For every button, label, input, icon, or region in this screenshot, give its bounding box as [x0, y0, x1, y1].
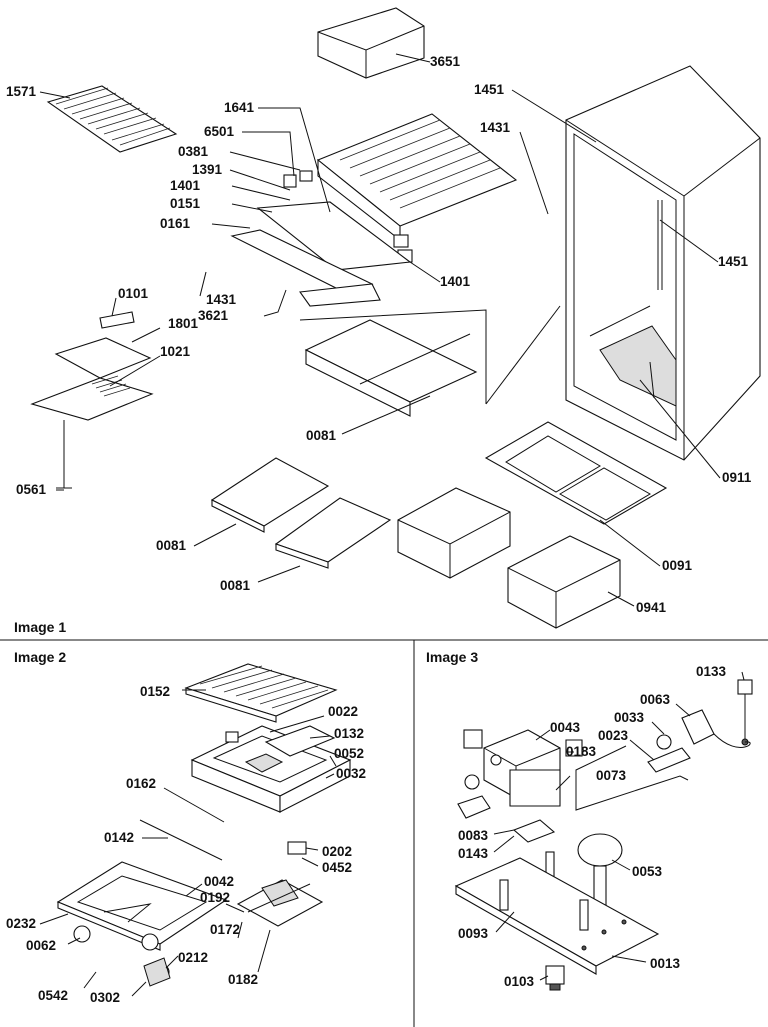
label-0212: 0212: [178, 950, 208, 965]
part-crisper-drawer-left: [397, 487, 511, 579]
part-cover-0152: [184, 663, 338, 723]
label-0152: 0152: [140, 684, 170, 699]
label-0182: 0182: [228, 972, 258, 987]
label-0172: 0172: [210, 922, 240, 937]
label-1451-top: 1451: [474, 82, 505, 97]
label-0183: 0183: [566, 744, 597, 759]
label-0062: 0062: [26, 938, 56, 953]
label-1451-right: 1451: [718, 254, 749, 269]
label-1571: 1571: [6, 84, 37, 99]
label-0063: 0063: [640, 692, 671, 707]
label-0941: 0941: [636, 600, 667, 615]
image2-heading: Image 2: [14, 649, 66, 665]
label-0081-left: 0081: [156, 538, 187, 553]
label-3621: 3621: [198, 308, 229, 323]
label-0053: 0053: [632, 864, 663, 879]
part-drawer-3651: [317, 7, 425, 79]
label-0452: 0452: [322, 860, 352, 875]
label-0073: 0073: [596, 768, 627, 783]
label-0132: 0132: [334, 726, 364, 741]
part-rod-0142: [139, 819, 223, 861]
part-control-strip: [230, 201, 412, 307]
part-shelf-0081-left: [210, 457, 330, 533]
part-control-board: [236, 879, 324, 927]
label-0162: 0162: [126, 776, 156, 791]
label-0561: 0561: [16, 482, 47, 497]
label-1401-right: 1401: [440, 274, 471, 289]
label-0013: 0013: [650, 956, 681, 971]
label-0081-upper: 0081: [306, 428, 337, 443]
part-sensor-0133: [737, 679, 753, 746]
label-0911: 0911: [722, 470, 752, 485]
label-0023: 0023: [598, 728, 629, 743]
part-crisper-drawer-0941: [507, 535, 621, 629]
label-0091: 0091: [662, 558, 693, 573]
label-0143: 0143: [458, 846, 489, 861]
label-1641: 1641: [224, 100, 255, 115]
label-1801: 1801: [168, 316, 199, 331]
label-0052: 0052: [334, 746, 364, 761]
label-0083: 0083: [458, 828, 489, 843]
label-0133: 0133: [696, 664, 727, 679]
part-damper-0063: [681, 709, 751, 748]
part-bracket-0023: [647, 747, 691, 773]
part-clip-left: [457, 795, 491, 819]
label-1431-bottom: 1431: [206, 292, 237, 307]
part-sleeve-0083: [509, 769, 561, 807]
label-0232: 0232: [6, 916, 36, 931]
part-shelf-assembly-left: [30, 311, 154, 489]
label-0081-lower: 0081: [220, 578, 251, 593]
part-gasket-0033: [656, 734, 672, 750]
label-6501: 6501: [204, 124, 235, 139]
label-0103: 0103: [504, 974, 535, 989]
label-0192: 0192: [200, 890, 230, 905]
label-0161: 0161: [160, 216, 191, 231]
part-housing-assembly: [190, 725, 352, 813]
label-0202: 0202: [322, 844, 352, 859]
part-drawer-0081-upper: [304, 319, 478, 417]
image1-panel: 3651 1571 1451 1431 1641 6501 0381 1391 …: [6, 7, 761, 635]
label-0033: 0033: [614, 710, 645, 725]
label-0142: 0142: [104, 830, 134, 845]
part-wire-shelf-1571: [46, 85, 178, 153]
part-0202: [287, 841, 307, 855]
label-1401-left: 1401: [170, 178, 201, 193]
part-relay-0103: [545, 965, 565, 991]
image3-heading: Image 3: [426, 649, 478, 665]
part-cabinet: [565, 65, 761, 461]
part-gasket-left: [464, 774, 480, 790]
label-0042: 0042: [204, 874, 234, 889]
label-0043: 0043: [550, 720, 581, 735]
label-0032: 0032: [336, 766, 366, 781]
label-3651: 3651: [430, 54, 461, 69]
label-0151: 0151: [170, 196, 201, 211]
image2-panel: Image 2: [6, 649, 366, 1005]
label-0093: 0093: [458, 926, 489, 941]
label-0381: 0381: [178, 144, 209, 159]
image1-heading: Image 1: [14, 619, 66, 635]
label-1431-top: 1431: [480, 120, 511, 135]
part-crisper-cover-0091: [484, 421, 668, 525]
part-base-plate: [56, 861, 228, 987]
label-0302: 0302: [90, 990, 120, 1005]
label-1391: 1391: [192, 162, 223, 177]
label-0542: 0542: [38, 988, 68, 1003]
label-1021: 1021: [160, 344, 191, 359]
label-0101: 0101: [118, 286, 149, 301]
part-duct-0143: [512, 819, 556, 843]
image3-panel: Image 3: [426, 649, 753, 991]
part-base-0013: [454, 857, 660, 975]
part-shelf-0081-right: [274, 497, 392, 569]
label-0022: 0022: [328, 704, 358, 719]
